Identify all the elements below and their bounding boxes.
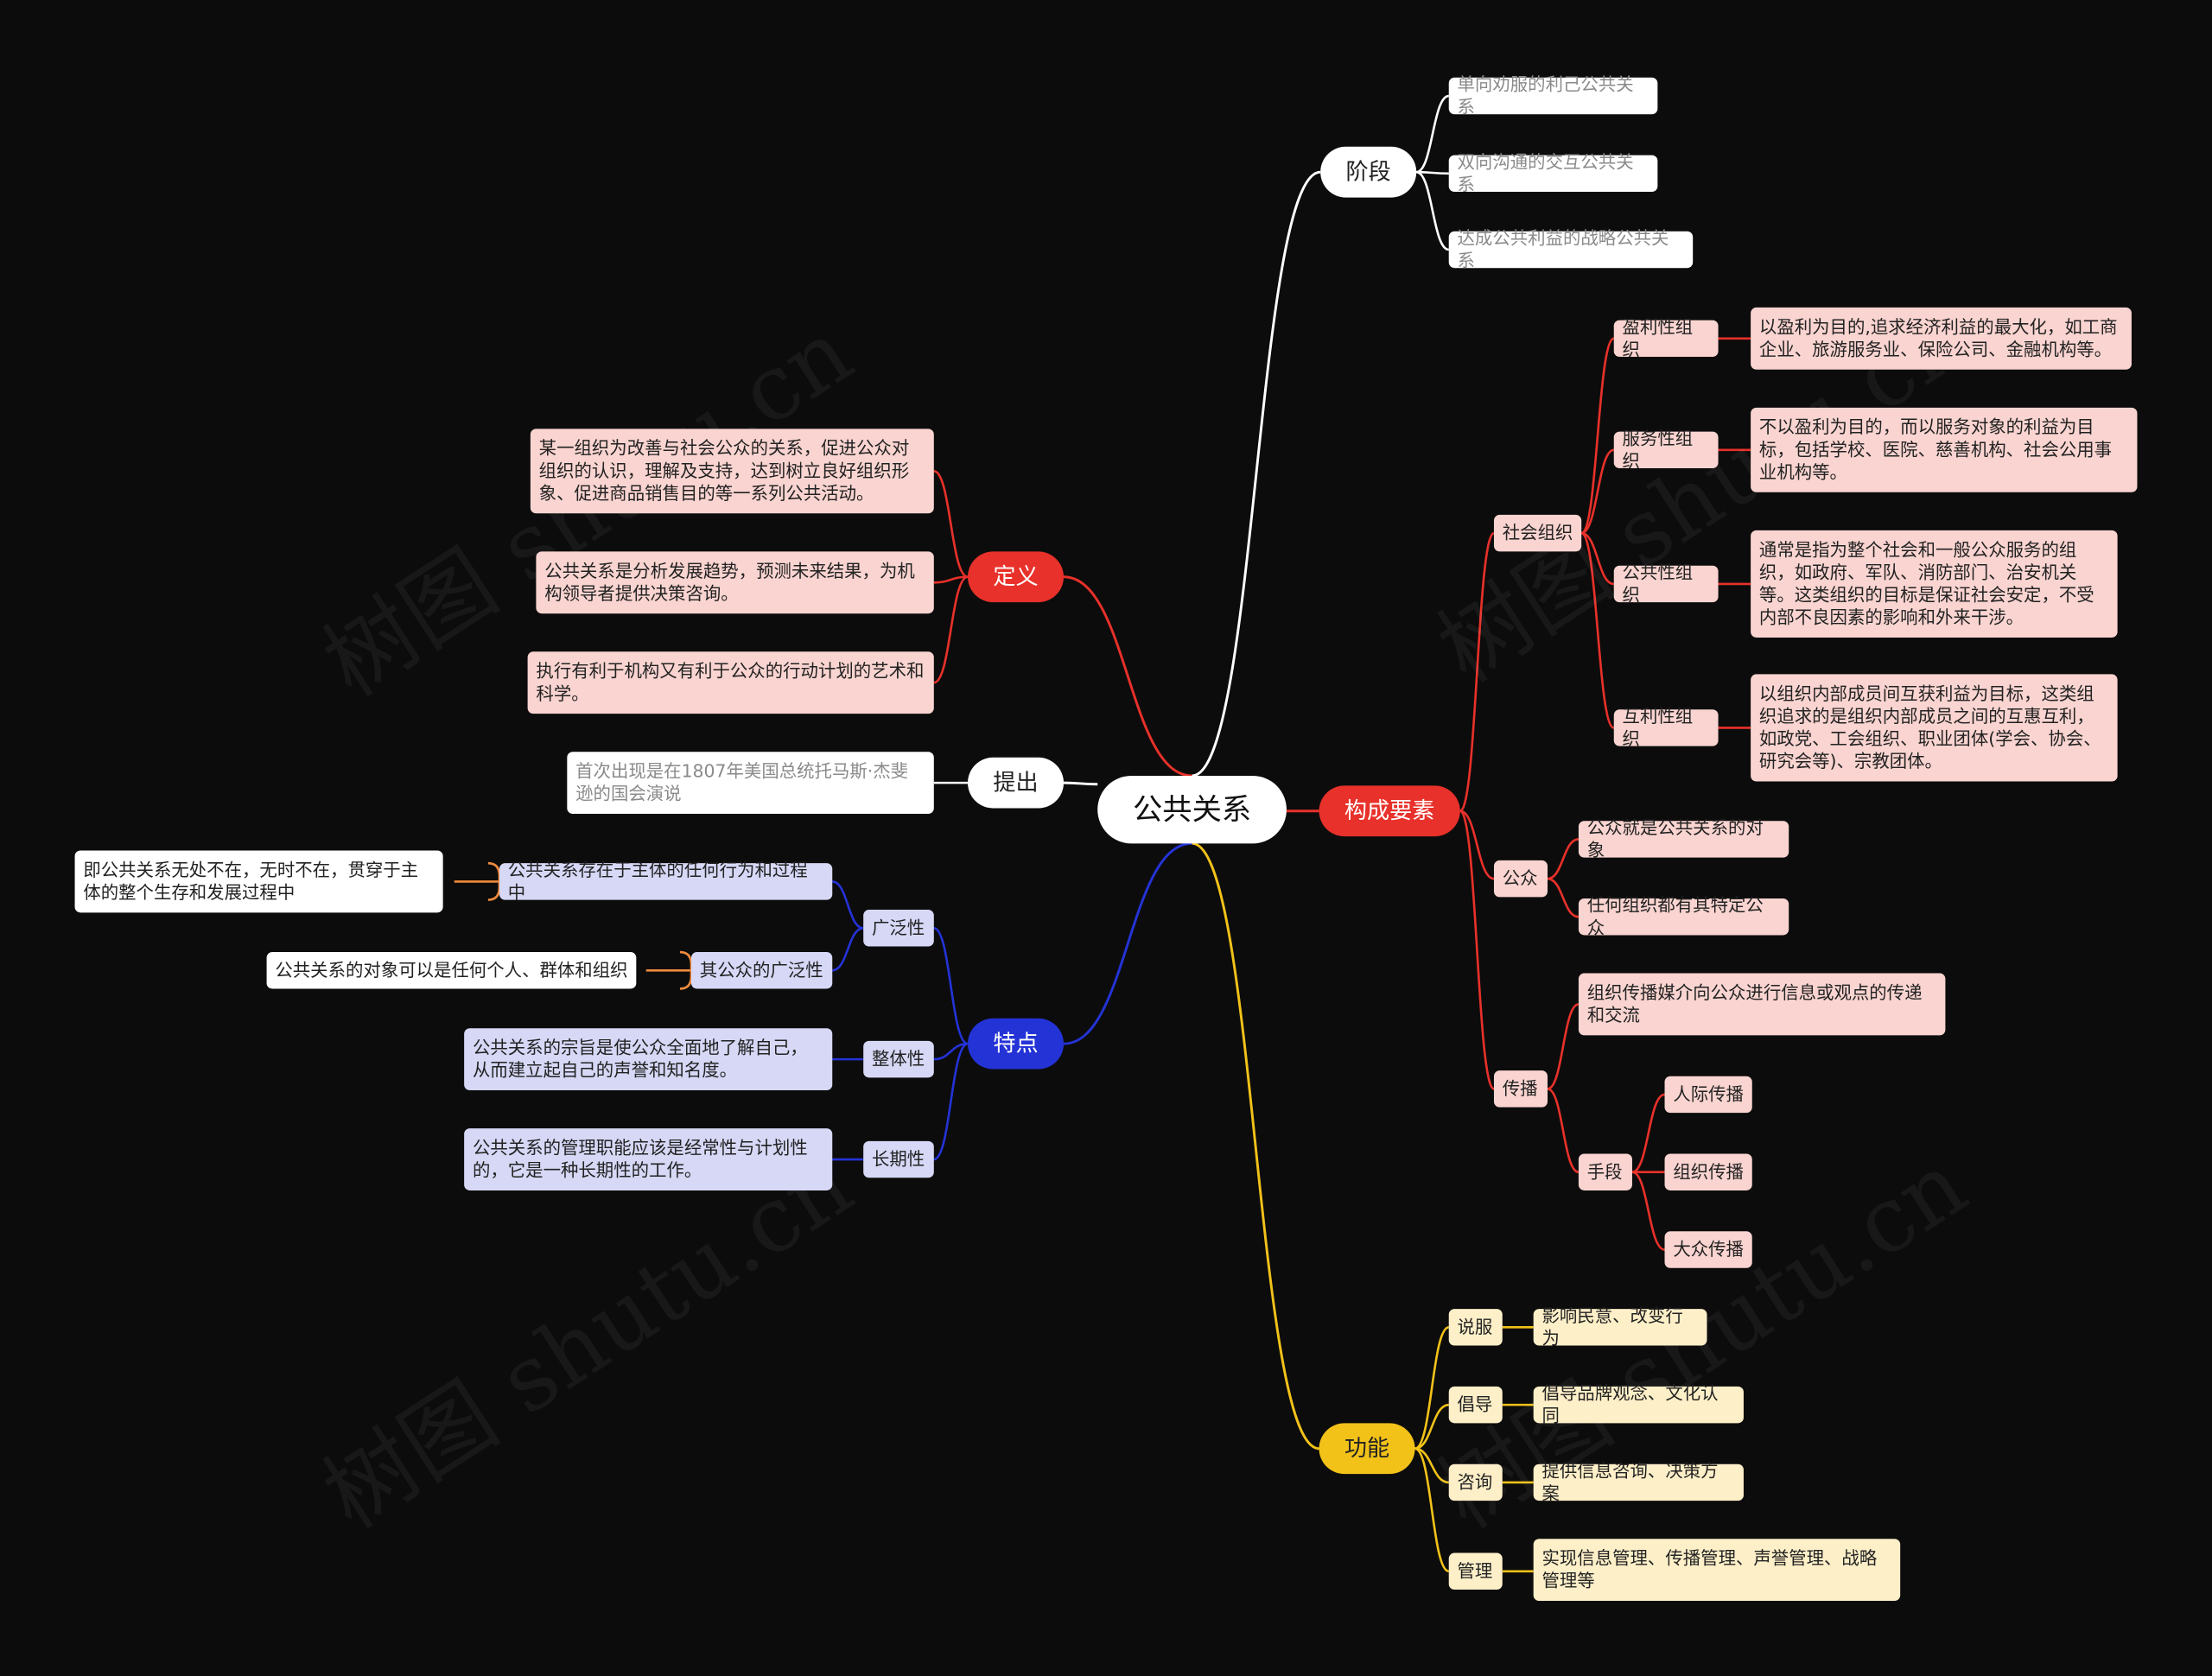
function-node[interactable]: 说服 <box>1448 1309 1503 1346</box>
stage-item[interactable]: 单向劝服的利己公共关系 <box>1448 73 1658 117</box>
link-stage-item <box>1415 170 1450 251</box>
link-social-org <box>1580 448 1615 535</box>
long-desc: 公共关系的管理职能应该是经常性与计划性的，它是一种长期性的工作。 <box>464 1128 833 1190</box>
branch-features[interactable]: 特点 <box>967 1018 1065 1070</box>
branch-components[interactable]: 构成要素 <box>1319 785 1460 837</box>
link-features-node <box>933 1042 969 1161</box>
function-desc: 影响民意、改变行为 <box>1533 1305 1707 1349</box>
public-item[interactable]: 任何组织都有其特定公众 <box>1578 894 1789 938</box>
link-stage-item <box>1416 170 1449 175</box>
link-components-social <box>1459 531 1496 813</box>
link-components-communication <box>1459 809 1496 1090</box>
function-node[interactable]: 咨询 <box>1448 1463 1503 1501</box>
bracket-broad-note <box>454 861 501 901</box>
profit-org-desc: 以盈利为目的,追求经济利益的最大化，如工商企业、旅游服务业、保险公司、金融机构等… <box>1751 307 2132 370</box>
whole-node[interactable]: 整体性 <box>863 1040 934 1078</box>
link-means-item <box>1631 1093 1665 1174</box>
proposed-desc: 首次出现是在1807年美国总统托马斯·杰斐逊的国会演说 <box>567 752 934 815</box>
link-definition-item <box>933 575 969 684</box>
link-center-stage <box>1192 170 1321 778</box>
long-node[interactable]: 长期性 <box>863 1140 934 1178</box>
whole-desc: 公共关系的宗旨是使公众全面地了解自己，从而建立起自己的声誉和知名度。 <box>464 1028 833 1091</box>
link-function-node <box>1414 1403 1450 1451</box>
link-components-public <box>1459 809 1495 880</box>
branch-function[interactable]: 功能 <box>1319 1423 1415 1475</box>
branch-proposed[interactable]: 提出 <box>967 757 1065 809</box>
public-org-desc: 通常是指为整个社会和一般公众服务的组织，如政府、军队、消防部门、治安机关等。这类… <box>1751 530 2118 638</box>
link-public-item <box>1547 838 1580 880</box>
mutual-org-desc: 以组织内部成员间互获利益为目标，这类组织追求的是组织内部成员之间的互惠互利，如政… <box>1751 674 2118 782</box>
service-org-desc: 不以盈利为目的，而以服务对象的利益为目标，包括学校、医院、慈善机构、社会公用事业… <box>1751 407 2138 492</box>
link-function-node <box>1414 1326 1450 1451</box>
definition-item: 公共关系是分析发展趋势，预测未来结果，为机构领导者提供决策咨询。 <box>536 551 934 614</box>
link-means-item <box>1631 1171 1665 1251</box>
public-item[interactable]: 公众就是公共关系的对象 <box>1578 816 1789 860</box>
link-function-node <box>1414 1447 1450 1573</box>
link-broad-item <box>831 880 864 930</box>
communication-node[interactable]: 传播 <box>1493 1070 1548 1108</box>
link-stage-item <box>1415 94 1450 174</box>
means-item[interactable]: 大众传播 <box>1664 1231 1752 1268</box>
broad-item[interactable]: 其公众的广泛性 <box>690 952 833 989</box>
link-social-org <box>1580 337 1615 535</box>
link-features-node <box>933 926 969 1045</box>
broad-item[interactable]: 公共关系存在于主体的任何行为和过程中 <box>499 859 833 903</box>
branch-definition[interactable]: 定义 <box>967 551 1065 603</box>
definition-item: 某一组织为改善与社会公众的关系，促进公众对组织的认识，理解及支持，达到树立良好组… <box>530 429 934 514</box>
broad-note: 即公共关系无处不在，无时不在，贯穿于主体的整个生存和发展过程中 <box>74 850 443 913</box>
public-node[interactable]: 公众 <box>1493 860 1548 898</box>
means-item[interactable]: 组织传播 <box>1664 1153 1752 1190</box>
link-features-node <box>933 1042 969 1061</box>
mutual-org-node[interactable]: 互利性组织 <box>1613 705 1719 749</box>
broad-node[interactable]: 广泛性 <box>863 910 934 947</box>
broad-note: 公共关系的对象可以是任何个人、群体和组织 <box>266 952 637 989</box>
public-org-node[interactable]: 公共性组织 <box>1613 562 1719 605</box>
link-center-features <box>1064 841 1192 1045</box>
means-node[interactable]: 手段 <box>1578 1153 1632 1190</box>
communication-desc: 组织传播媒介向公众进行信息或观点的传递和交流 <box>1578 973 1946 1036</box>
link-broad-item <box>831 926 864 972</box>
means-item[interactable]: 人际传播 <box>1664 1076 1752 1114</box>
link-communication-desc <box>1547 1003 1580 1090</box>
bracket-broad-note <box>645 950 693 990</box>
function-desc: 倡导品牌观念、文化认同 <box>1533 1382 1744 1426</box>
link-function-node <box>1414 1447 1449 1484</box>
branch-stage[interactable]: 阶段 <box>1320 146 1417 198</box>
link-definition-item <box>933 469 969 579</box>
link-definition-item <box>933 575 968 584</box>
link-communication-means <box>1547 1088 1580 1174</box>
link-center-proposed <box>1064 781 1098 786</box>
social-org-node[interactable]: 社会组织 <box>1493 514 1582 552</box>
stage-item[interactable]: 双向沟通的交互公共关系 <box>1448 151 1658 194</box>
link-center-definition <box>1064 575 1192 778</box>
function-desc: 实现信息管理、传播管理、声誉管理、战略管理等 <box>1533 1539 1901 1602</box>
stage-item[interactable]: 达成公共利益的战略公共关系 <box>1448 227 1694 270</box>
function-desc: 提供信息咨询、决策方案 <box>1533 1460 1744 1503</box>
service-org-node[interactable]: 服务性组织 <box>1613 428 1719 471</box>
link-center-function <box>1192 841 1319 1451</box>
profit-org-node[interactable]: 盈利性组织 <box>1613 316 1719 359</box>
central-topic[interactable]: 公共关系 <box>1097 775 1287 844</box>
function-node[interactable]: 管理 <box>1448 1552 1503 1590</box>
link-social-org <box>1580 531 1615 586</box>
link-social-org <box>1580 531 1615 729</box>
function-node[interactable]: 倡导 <box>1448 1386 1503 1424</box>
definition-item: 执行有利于机构又有利于公众的行动计划的艺术和科学。 <box>527 651 934 714</box>
link-public-item <box>1547 877 1580 918</box>
